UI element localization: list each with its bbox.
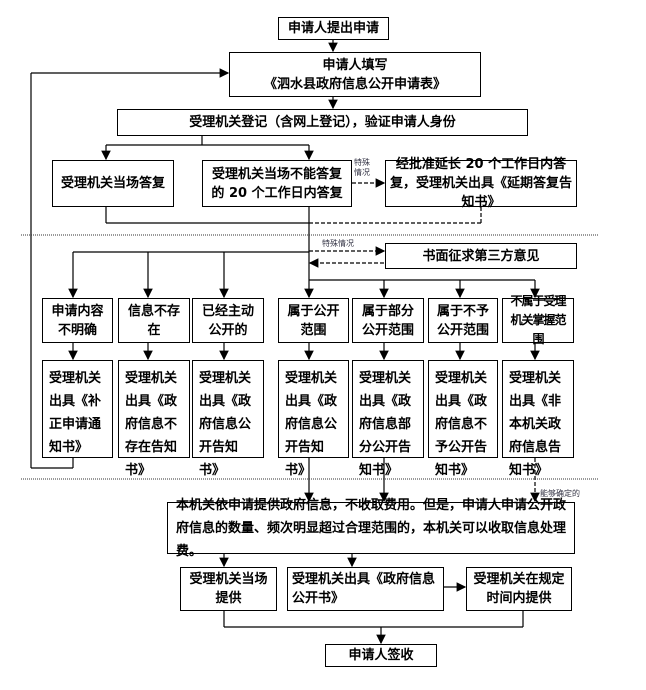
- result-box: 受理机关出具《非本机关政府信息告知书》: [502, 360, 574, 478]
- sign-box: 申请人签收: [325, 644, 437, 667]
- register-box: 受理机关登记（含网上登记），验证申请人身份: [117, 109, 528, 136]
- category-box: 属于公开范围: [278, 298, 349, 343]
- result-box: 受理机关出具《政府信息部分公开告知书》: [352, 360, 424, 478]
- fee-notice-box: 本机关依申请提供政府信息，不收取费用。但是，申请人申请公开政府信息的数量、频次明…: [167, 498, 575, 559]
- issue-open-doc-box: 受理机关出具《政府信息公开书》: [287, 567, 444, 611]
- submit-box: 申请人提出申请: [278, 17, 389, 40]
- result-box: 受理机关出具《政府信息不存在告知书》: [118, 360, 190, 478]
- can-determine-label: 能够确定的: [540, 489, 580, 498]
- reply-20-days-box: 受理机关当场不能答复的 20 个工作日内答复: [202, 160, 352, 207]
- category-box: 信息不存在: [118, 298, 190, 343]
- category-box: 属于部分公开范围: [352, 298, 424, 343]
- result-box: 受理机关出具《政府信息公开告知书》: [278, 360, 349, 478]
- category-box: 申请内容不明确: [42, 298, 113, 343]
- category-box: 已经主动公开的: [192, 298, 264, 343]
- fill-form-line2: 《泗水县政府信息公开申请表》: [263, 76, 446, 92]
- special-case-label: 特殊情况: [322, 239, 354, 248]
- fill-form-box: 申请人填写 《泗水县政府信息公开申请表》: [229, 52, 481, 97]
- extend-box: 经批准延长 20 个工作日内答复，受理机关出具《延期答复告知书》: [385, 157, 577, 210]
- result-box: 受理机关出具《政府信息公开告知书》: [192, 360, 264, 478]
- category-box: 属于不予公开范围: [428, 298, 498, 343]
- result-box: 受理机关出具《补正申请通知书》: [42, 360, 113, 458]
- provide-on-spot-box: 受理机关当场提供: [180, 567, 277, 611]
- category-box: 不属于受理机关掌握范围: [502, 294, 574, 346]
- provide-in-time-box: 受理机关在规定时间内提供: [466, 567, 572, 611]
- result-box: 受理机关出具《政府信息不予公开告知书》: [428, 360, 498, 478]
- fill-form-line1: 申请人填写: [322, 57, 388, 73]
- reply-on-spot-box: 受理机关当场答复: [52, 160, 174, 207]
- third-party-box: 书面征求第三方意见: [385, 243, 577, 269]
- special-case-label: 特殊情况: [354, 158, 370, 177]
